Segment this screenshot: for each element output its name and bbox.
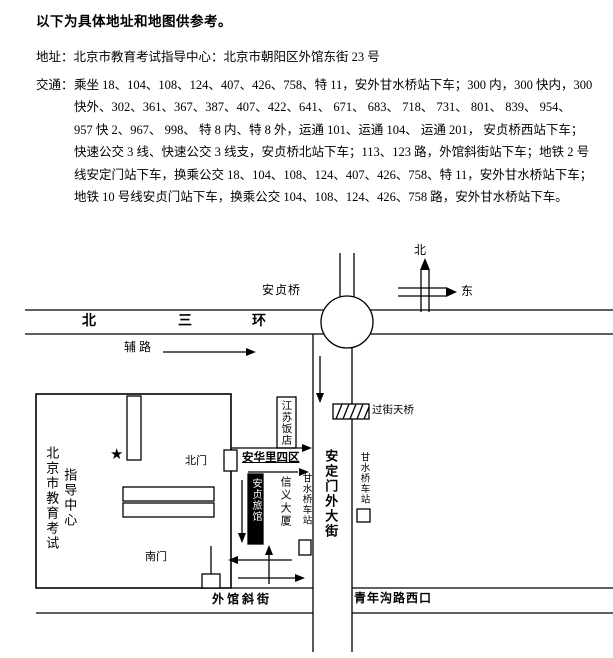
compass-cross xyxy=(398,270,446,312)
bus-stop-west-label: 甘水桥车站 xyxy=(300,473,311,526)
anhuali-block4-label: 安华里四区 xyxy=(242,452,300,464)
address-row: 地址：北京市教育考试指导中心：北京市朝阳区外馆东街 23 号 xyxy=(36,46,380,65)
anzhen-hostel-bar xyxy=(247,473,264,545)
compass-east-arrowhead xyxy=(446,287,457,297)
bus-stop-marker-west xyxy=(298,539,312,556)
transport-line: 957 快 2、967、 998、 特 8 内、特 8 外，运通 101、运通 … xyxy=(74,122,584,137)
ring-road-char-three: 三 xyxy=(178,314,192,329)
bus-stop-east-label: 甘水桥车站 xyxy=(358,452,369,505)
south-right-arrowhead xyxy=(295,574,305,582)
south-gate-symbol xyxy=(201,573,221,589)
qingniangou-west-label: 青年沟路西口 xyxy=(354,591,433,605)
exam-center-label-col2: 指导中心 xyxy=(62,468,78,528)
page-title: 以下为具体地址和地图供参考。 xyxy=(36,14,232,29)
jiangsu-hotel-label: 江苏饭店 xyxy=(280,400,292,446)
north-gate-label: 北门 xyxy=(185,455,207,467)
anzhen-bridge-label: 安贞桥 xyxy=(262,283,302,297)
transport-line: 乘坐 18、104、108、124、407、426、758、特 11，安外甘水桥… xyxy=(74,78,593,92)
ring-road-lines xyxy=(25,309,613,335)
ring-road-char-north: 北 xyxy=(82,314,96,329)
street-down-arrowhead xyxy=(316,393,324,403)
star-marker: ★ xyxy=(110,447,124,463)
south-up-arrowhead xyxy=(265,545,273,555)
overpass-symbol xyxy=(332,403,370,420)
north-gate-symbol xyxy=(223,449,238,472)
bus-stop-marker-east xyxy=(356,508,371,523)
bottom-street-lines xyxy=(36,587,613,614)
compass-north-label: 北 xyxy=(414,243,427,257)
anhuali-lane-top-arrowhead xyxy=(302,444,312,452)
compound-building-bar1 xyxy=(122,486,215,502)
compass-north-arrowhead xyxy=(420,258,430,270)
address-text: 北京市教育考试指导中心：北京市朝阳区外馆东街 23 号 xyxy=(73,50,380,64)
compass-east-label: 东 xyxy=(461,284,474,298)
overpass-label: 过街天桥 xyxy=(372,405,414,416)
exam-center-label-col1: 北京市教育考试 xyxy=(44,446,60,551)
compound-outline xyxy=(35,393,232,589)
transport-line: 线安定门站下车，换乘公交 18、104、108、124、407、426、758、… xyxy=(74,167,593,182)
ring-road-char-ring: 环 xyxy=(252,314,266,329)
transport-row: 交通： 乘坐 18、104、108、124、407、426、758、特 11，安… xyxy=(36,74,592,208)
andingmenwai-street-lines xyxy=(312,334,353,652)
xinyi-tower-label: 信义大厦 xyxy=(279,476,292,528)
road-north-of-roundabout xyxy=(339,253,355,297)
transport-line: 快速公交 3 线、快速公交 3 线支，安贞桥北站下车；113、123 路，外馆斜… xyxy=(74,145,590,160)
waiguan-xiejie-label: 外馆斜街 xyxy=(212,592,273,606)
transport-line: 快外、302、361、367、387、407、422、641、 671、 683… xyxy=(74,100,571,115)
south-left-arrowhead xyxy=(228,556,238,564)
roundabout xyxy=(320,295,374,349)
compound-building-bar2 xyxy=(122,502,215,518)
transport-line: 地铁 10 号线安贞门站下车，换乘公交 104、108、124、426、758 … xyxy=(74,190,568,205)
transport-lines: 乘坐 18、104、108、124、407、426、758、特 11，安外甘水桥… xyxy=(74,74,592,208)
anzhen-hostel-label: 安贞旅馆 xyxy=(250,478,261,522)
transport-label: 交通： xyxy=(36,78,74,92)
address-label: 地址： xyxy=(36,50,74,64)
auxiliary-road-label: 辅 路 xyxy=(124,340,152,354)
andingmenwai-street-label: 安定门外大街 xyxy=(323,449,339,539)
compound-building-tall xyxy=(126,395,142,461)
side-lane-arrowhead xyxy=(238,533,246,543)
south-gate-label: 南门 xyxy=(145,551,167,563)
auxiliary-road-arrowhead xyxy=(246,348,256,356)
anhuali-lane-bottom-arrowhead xyxy=(299,468,309,476)
overpass-hatching xyxy=(335,403,370,420)
